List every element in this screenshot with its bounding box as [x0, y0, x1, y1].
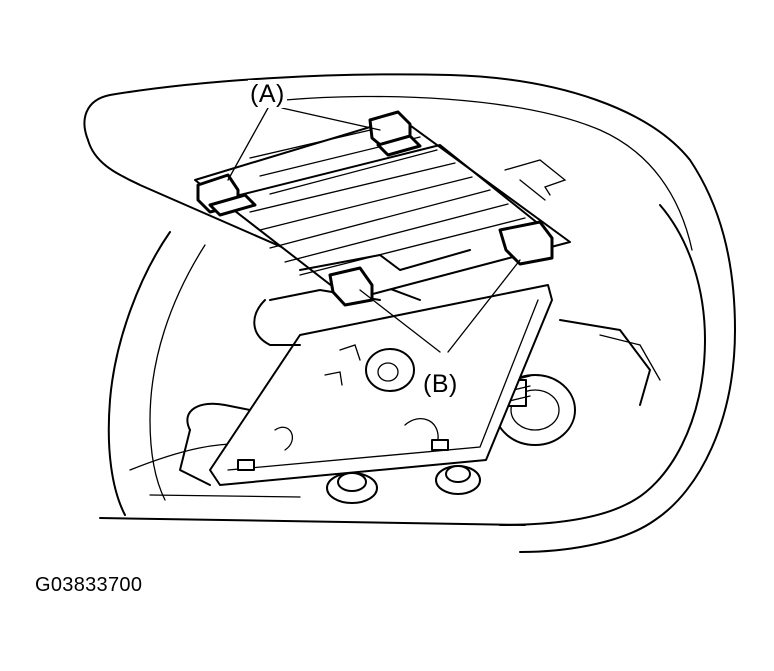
module-housing [194, 117, 571, 301]
bracket-plate [209, 284, 553, 486]
callout-b-label: (B) [421, 370, 460, 398]
callout-a-label: (A) [248, 80, 287, 108]
figure-id-label: G03833700 [35, 574, 143, 596]
leader-lines [227, 107, 521, 353]
clips-b [328, 220, 554, 307]
clips-a [196, 110, 422, 217]
lower-mechanism [179, 319, 661, 504]
housing-outline [83, 73, 736, 553]
